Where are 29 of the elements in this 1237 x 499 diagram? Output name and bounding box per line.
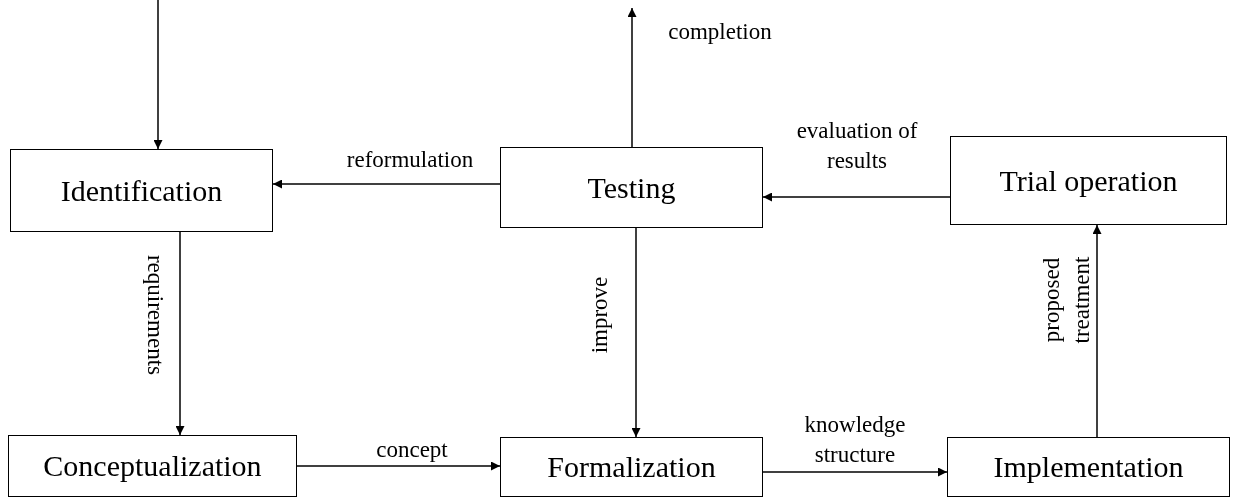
arrow — [1092, 224, 1102, 438]
box-label: Implementation — [993, 450, 1184, 484]
box-label: Testing — [587, 170, 676, 205]
box-label: Trial operation — [999, 163, 1178, 198]
box-label: Formalization — [547, 450, 716, 484]
arrow — [627, 7, 637, 148]
arrow — [175, 231, 185, 436]
arrow — [762, 192, 951, 202]
edge-label: proposed treatment — [1037, 255, 1094, 346]
box-label: Conceptualization — [43, 449, 262, 483]
edge-label: reformulation — [345, 146, 475, 174]
arrow — [272, 179, 501, 189]
process-box — [947, 437, 1230, 497]
edge-label: completion — [667, 18, 773, 46]
edge-label: evaluation of results — [795, 117, 919, 175]
process-box — [8, 435, 297, 497]
edge-label: knowledge structure — [803, 411, 907, 469]
process-box — [950, 136, 1227, 225]
arrow — [631, 227, 641, 438]
process-box — [500, 437, 763, 497]
edge-label: improve — [586, 275, 613, 356]
arrow — [762, 467, 948, 477]
arrow — [153, 0, 163, 150]
box-label: Identification — [60, 173, 223, 208]
arrow — [296, 461, 501, 471]
edge-label: requirements — [142, 253, 169, 378]
edge-label: concept — [375, 436, 449, 464]
process-box — [500, 147, 763, 228]
process-box — [10, 149, 273, 232]
